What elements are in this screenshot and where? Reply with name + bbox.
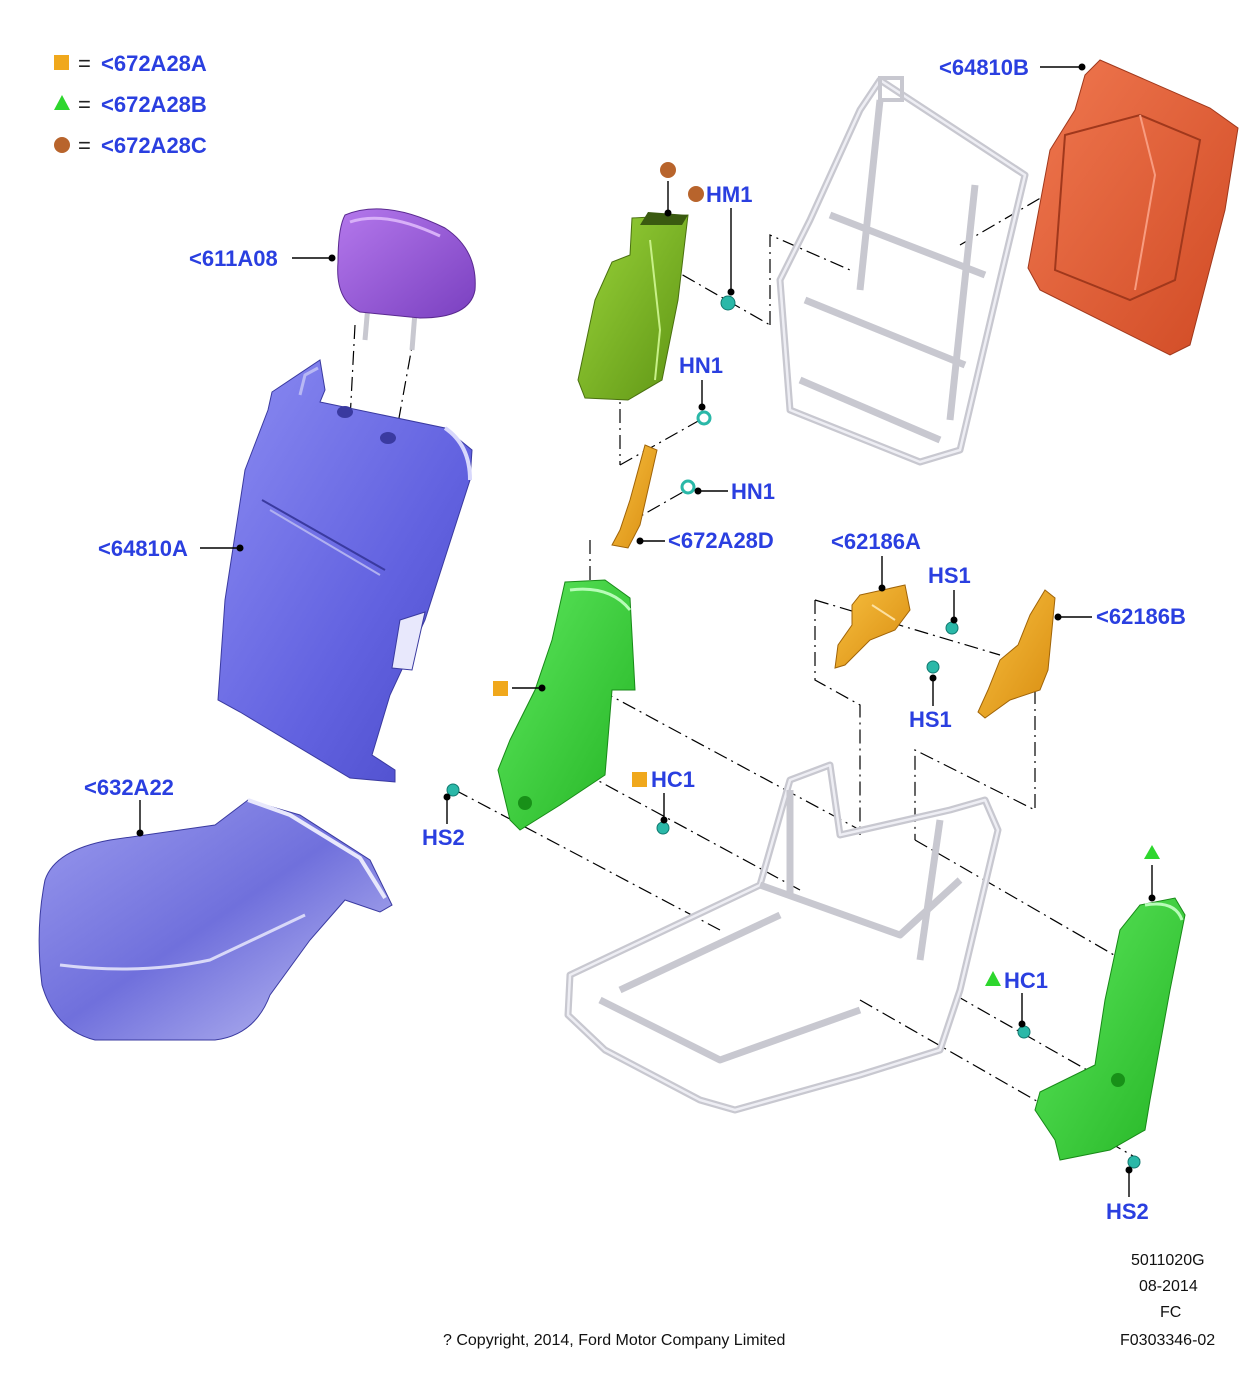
callout-hc1-right: HC1: [1004, 968, 1048, 993]
legend-equals: =: [78, 133, 91, 158]
headrest: [337, 208, 476, 351]
callout-headrest: <611A08: [189, 246, 278, 271]
callout-cushion: <632A22: [84, 775, 174, 800]
side-shield-right: [1034, 897, 1186, 1161]
fastener-icon: [446, 783, 460, 797]
callout-trim-62186b: <62186B: [1096, 604, 1186, 629]
square-symbol-icon: [632, 772, 647, 787]
seat-back-frame: [776, 76, 1029, 466]
upper-side-trim: [577, 212, 689, 401]
drawing-region: FC: [1160, 1304, 1182, 1321]
callout-hs1-upper: HS1: [928, 563, 971, 588]
callout-hs2-right: HS2: [1106, 1199, 1149, 1224]
callout-bracket-d: <672A28D: [668, 528, 774, 553]
callout-hn1-upper: HN1: [679, 353, 723, 378]
triangle-symbol-icon: [1144, 845, 1160, 859]
callout-hn1-lower: HN1: [731, 479, 775, 504]
legend-row-triangle: = <672A28B: [54, 92, 207, 117]
fastener-icon: [720, 295, 736, 311]
legend-label: <672A28A: [101, 51, 207, 76]
seat-back-cover: [217, 359, 473, 783]
fastener-icon: [696, 410, 712, 426]
bracket-672a28d: [611, 444, 658, 549]
callout-symbols: [493, 162, 1160, 986]
copyright-notice: ? Copyright, 2014, Ford Motor Company Li…: [443, 1332, 786, 1349]
callout-hm1: HM1: [706, 182, 752, 207]
legend: = <672A28A = <672A28B = <672A28C: [54, 51, 207, 158]
fastener-icon: [945, 621, 959, 635]
legend-label: <672A28B: [101, 92, 207, 117]
leader-lines: [136, 63, 1156, 1197]
fastener-icon: [656, 821, 670, 835]
seat-cushion: [38, 798, 393, 1041]
circle-symbol-icon: [660, 162, 676, 178]
callout-trim-62186a: <62186A: [831, 529, 921, 554]
trim-62186b: [977, 589, 1056, 719]
circle-symbol-icon: [688, 186, 704, 202]
seat-cushion-frame: [564, 761, 1002, 1114]
legend-row-square: = <672A28A: [54, 51, 207, 76]
seat-back-rear-panel: [1027, 59, 1239, 356]
fastener-icon: [680, 479, 696, 495]
triangle-symbol-icon: [54, 95, 70, 110]
triangle-symbol-icon: [985, 971, 1001, 986]
fasteners: [446, 295, 1141, 1169]
square-symbol-icon: [54, 55, 69, 70]
callout-back-cover: <64810A: [98, 536, 188, 561]
callout-labels: <611A08 <64810B <64810A <632A22 HM1 HN1 …: [84, 55, 1186, 1224]
drawing-code: 5011020G: [1131, 1252, 1205, 1269]
callout-hc1-left: HC1: [651, 767, 695, 792]
circle-symbol-icon: [54, 137, 70, 153]
drawing-date: 08-2014: [1139, 1278, 1198, 1295]
legend-row-circle: = <672A28C: [54, 133, 207, 158]
square-symbol-icon: [493, 681, 508, 696]
legend-label: <672A28C: [101, 133, 207, 158]
fastener-icon: [926, 660, 940, 674]
fastener-icon: [1017, 1025, 1031, 1039]
side-shield-left: [497, 579, 636, 831]
trim-62186a: [834, 584, 911, 669]
callout-hs2-left: HS2: [422, 825, 465, 850]
callout-back-panel-rear: <64810B: [939, 55, 1029, 80]
fastener-icon: [1127, 1155, 1141, 1169]
callout-hs1-lower: HS1: [909, 707, 952, 732]
illustration-id: F0303346-02: [1120, 1332, 1216, 1349]
legend-equals: =: [78, 51, 91, 76]
legend-equals: =: [78, 92, 91, 117]
